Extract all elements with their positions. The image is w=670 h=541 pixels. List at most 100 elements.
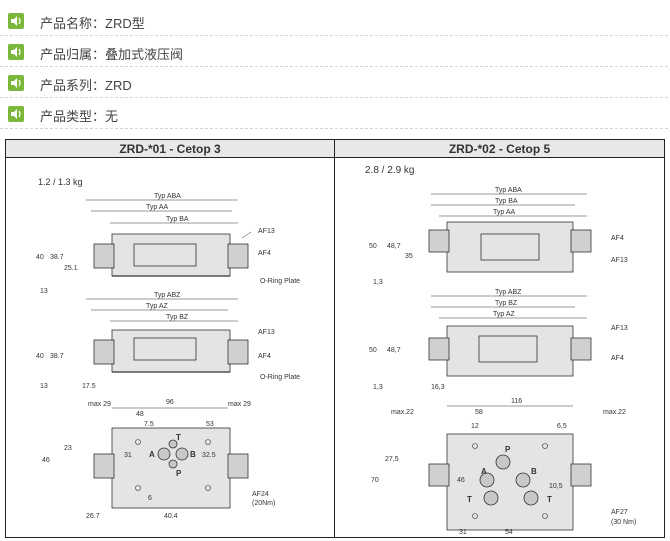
product-category: 产品归属：叠加式液压阀 <box>40 47 184 62</box>
dim-typ-aa: Typ AA <box>493 209 516 216</box>
speaker-icon <box>8 44 24 60</box>
dim-40: 40 <box>36 353 44 360</box>
label-af13: AF13 <box>611 325 628 332</box>
label-af13: AF13 <box>258 329 275 336</box>
label-af4: AF4 <box>258 250 271 257</box>
speaker-icon <box>8 106 24 122</box>
dim-typ-az: Typ AZ <box>493 311 516 318</box>
dim-16-3: 16,3 <box>431 384 445 391</box>
info-row-name: 产品名称：ZRD型 <box>0 6 668 36</box>
label-oring: O-Ring Plate <box>260 374 300 381</box>
info-row-series: 产品系列：ZRD <box>0 68 668 98</box>
dim-25-1: 25.1 <box>64 265 78 272</box>
dim-35: 35 <box>405 253 413 260</box>
product-series: 产品系列：ZRD <box>40 78 132 93</box>
dim-31: 31 <box>459 529 467 536</box>
dim-70: 70 <box>371 477 379 484</box>
dim-23: 23 <box>64 445 72 452</box>
dim-50: 50 <box>369 243 377 250</box>
port-a: A <box>149 450 155 459</box>
dim-96: 96 <box>166 399 174 406</box>
dim-48-7: 48,7 <box>387 243 401 250</box>
dim-10-5: 10,5 <box>549 483 563 490</box>
right-drawing: 2.8 / 2.9 kg Typ ABA Typ BA Typ AA AF4 A… <box>365 165 636 536</box>
left-view-top: Typ ABA Typ AA Typ BA AF13 AF4 40 38.7 2… <box>36 193 300 295</box>
info-row-type: 产品类型：无 <box>0 99 668 129</box>
dim-17-5: 17.5 <box>82 383 96 390</box>
dim-48-7: 48,7 <box>387 347 401 354</box>
info-row-category: 产品归属：叠加式液压阀 <box>0 37 668 67</box>
left-view-middle: Typ ABZ Typ AZ Typ BZ AF13 AF4 40 38.7 1… <box>36 292 300 390</box>
product-name: 产品名称：ZRD型 <box>40 16 145 31</box>
dim-48: 48 <box>136 411 144 418</box>
drawing-table: ZRD-*01 - Cetop 3 ZRD-*02 - Cetop 5 1.2 … <box>5 139 665 538</box>
dim-31: 31 <box>124 452 132 459</box>
label-af4: AF4 <box>611 355 624 362</box>
left-drawing: 1.2 / 1.3 kg Typ ABA Typ AA Typ BA AF13 … <box>36 177 300 520</box>
dim-38-7: 38.7 <box>50 254 64 261</box>
dim-116: 116 <box>511 398 522 405</box>
right-header: ZRD-*02 - Cetop 5 <box>335 140 664 158</box>
label-af13: AF13 <box>611 257 628 264</box>
dim-54: 54 <box>505 529 513 536</box>
label-af4: AF4 <box>258 353 271 360</box>
dim-typ-abz: Typ ABZ <box>154 292 181 299</box>
dim-13: 13 <box>40 383 48 390</box>
port-t: T <box>547 495 552 504</box>
dim-26-7: 26.7 <box>86 513 100 520</box>
dim-46: 46 <box>457 477 465 484</box>
right-view-middle: Typ ABZ Typ BZ Typ AZ AF13 AF4 50 48,7 1… <box>369 289 628 391</box>
port-t: T <box>176 433 181 442</box>
dim-typ-ba: Typ BA <box>166 216 189 223</box>
dim-6: 6 <box>148 495 152 502</box>
label-af24: AF24 <box>252 491 269 498</box>
label-af4: AF4 <box>611 235 624 242</box>
dim-typ-aba: Typ ABA <box>495 187 522 194</box>
dim-typ-bz: Typ BZ <box>495 300 518 307</box>
label-oring: O-Ring Plate <box>260 278 300 285</box>
dim-32-5: 32.5 <box>202 452 216 459</box>
left-weight: 1.2 / 1.3 kg <box>38 177 83 187</box>
port-t: T <box>467 495 472 504</box>
right-view-top: Typ ABA Typ BA Typ AA AF4 AF13 50 48,7 3… <box>369 187 628 286</box>
dim-13: 13 <box>40 288 48 295</box>
dim-7-5: 7.5 <box>144 421 154 428</box>
right-view-bottom: 116 max.22 58 max.22 12 6,5 27,5 70 46 P… <box>371 398 636 536</box>
label-af27: AF27 <box>611 509 628 516</box>
label-af13: AF13 <box>258 228 275 235</box>
dim-40: 40 <box>36 254 44 261</box>
dim-typ-aba: Typ ABA <box>154 193 181 200</box>
dim-typ-az: Typ AZ <box>146 303 169 310</box>
speaker-icon <box>8 75 24 91</box>
port-b: B <box>190 450 196 459</box>
dim-27-5: 27,5 <box>385 456 399 463</box>
dim-typ-abz: Typ ABZ <box>495 289 522 296</box>
left-view-bottom: max 29 96 max 29 48 7.5 53 23 46 31 32.5… <box>42 399 275 520</box>
dim-1-3: 1,3 <box>373 384 383 391</box>
product-type: 产品类型：无 <box>40 109 119 124</box>
right-weight: 2.8 / 2.9 kg <box>365 165 414 176</box>
dim-50: 50 <box>369 347 377 354</box>
label-30nm: (30 Nm) <box>611 519 636 526</box>
dim-typ-aa: Typ AA <box>146 204 169 211</box>
dim-typ-ba: Typ BA <box>495 198 518 205</box>
port-p: P <box>176 469 182 478</box>
dim-1-3: 1,3 <box>373 279 383 286</box>
dim-typ-bz: Typ BZ <box>166 314 189 321</box>
dim-6-5: 6,5 <box>557 423 567 430</box>
dim-53: 53 <box>206 421 214 428</box>
dim-40-4: 40.4 <box>164 513 178 520</box>
speaker-icon <box>8 13 24 29</box>
dim-46: 46 <box>42 457 50 464</box>
dim-max22: max.22 <box>391 409 414 416</box>
dim-12: 12 <box>471 423 479 430</box>
label-20nm: (20Nm) <box>252 500 275 507</box>
port-p: P <box>505 445 511 454</box>
left-header: ZRD-*01 - Cetop 3 <box>6 140 334 158</box>
port-a: A <box>481 467 487 476</box>
port-b: B <box>531 467 537 476</box>
dim-38-7: 38.7 <box>50 353 64 360</box>
dim-max29: max 29 <box>88 401 111 408</box>
dim-max29: max 29 <box>228 401 251 408</box>
dim-58: 58 <box>475 409 483 416</box>
